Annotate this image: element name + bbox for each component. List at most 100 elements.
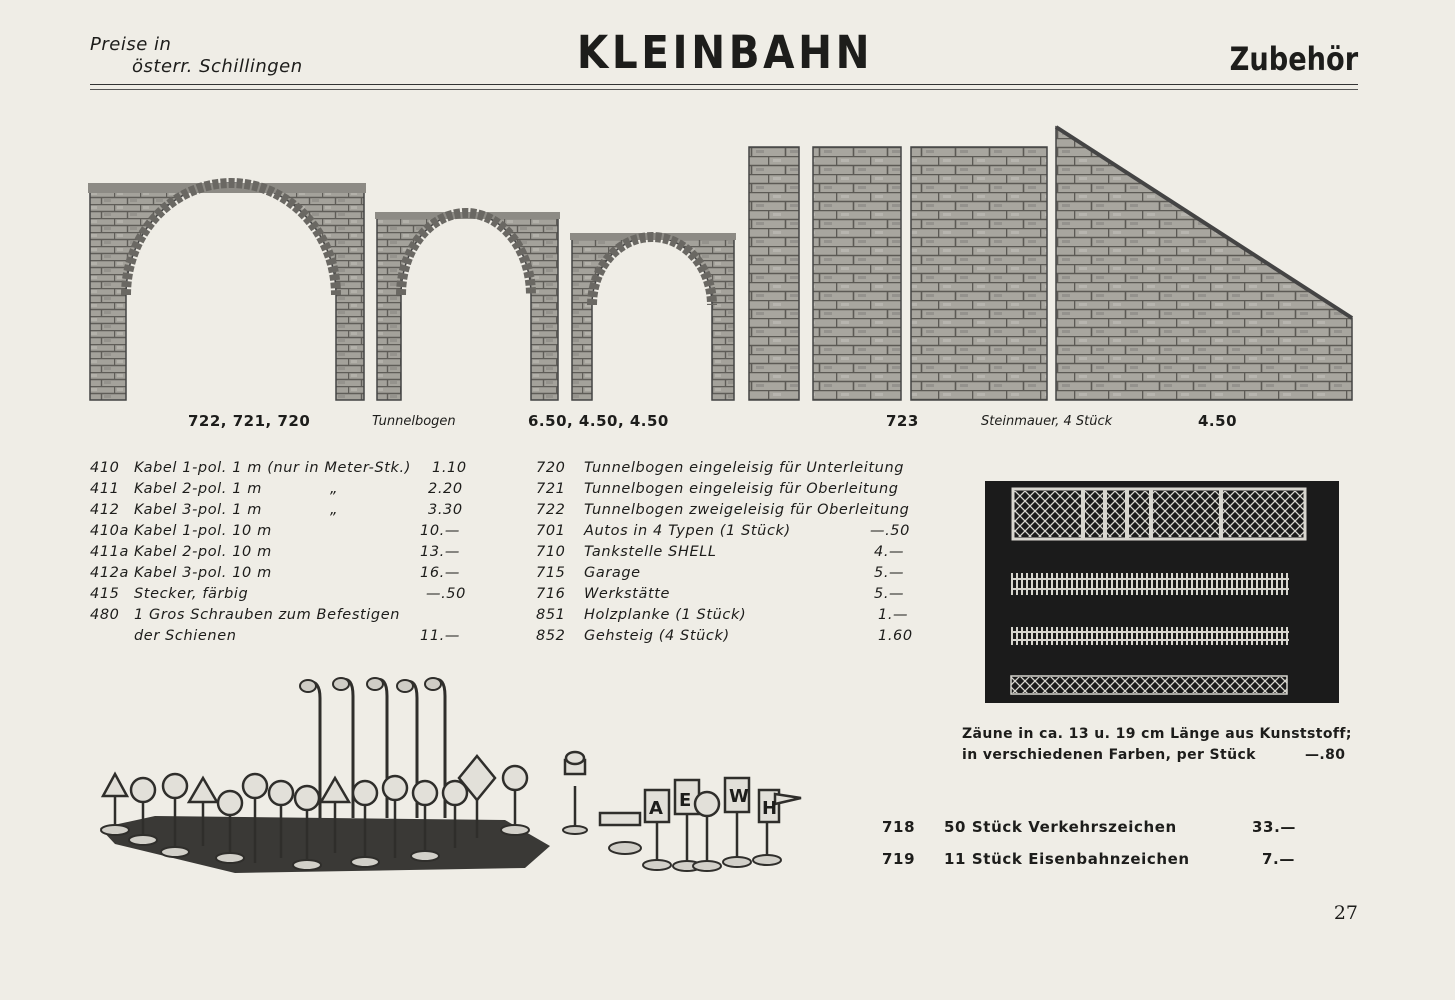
item-description: Autos in 4 Typen (1 Stück) (584, 523, 791, 539)
item-description: Werkstätte (584, 586, 671, 602)
item-description: Holzplanke (1 Stück) (584, 607, 747, 623)
item-price: 16.— (420, 565, 460, 581)
list-item: 710 Tankstelle SHELL 4.— (536, 544, 926, 565)
item-price: 1.60 (878, 628, 913, 644)
item-description: Tunnelbogen eingeleisig für Unterleitung (584, 460, 905, 476)
item-number: 722 (536, 502, 566, 518)
railway-sign-letter: A (649, 798, 663, 819)
item-number: 412 (90, 502, 120, 518)
stone-wall-ramp (1055, 125, 1353, 401)
page-number: 27 (1333, 902, 1358, 924)
stone-wall-wide (910, 146, 1048, 401)
stone-wall-narrow (748, 146, 800, 401)
item-number: 412a (90, 565, 129, 581)
item-price: 5.— (874, 565, 905, 581)
sign-set-number: 719 (882, 850, 916, 868)
list-item: 411a Kabel 2-pol. 10 m 13.— (90, 544, 480, 565)
railway-sign-letter: H (762, 798, 777, 819)
item-description: Tunnelbogen zweigeleisig für Oberleitung (584, 502, 910, 518)
tunnel-numbers: 722, 721, 720 (188, 412, 311, 430)
tunnel-prices: 6.50, 4.50, 4.50 (528, 412, 669, 430)
page-title: KLEINBAHN (576, 26, 874, 79)
traffic-signs (100, 750, 587, 817)
sign-set-number: 718 (882, 818, 916, 836)
picket-fence-short (1011, 627, 1289, 645)
railway-signs (655, 798, 769, 864)
item-number: 411a (90, 544, 129, 560)
list-item: 720 Tunnelbogen eingeleisig für Unterleit… (536, 460, 926, 481)
list-item: 716 Werkstätte 5.— (536, 586, 926, 607)
item-price: 11.— (420, 628, 460, 644)
item-number: 415 (90, 586, 120, 602)
item-price: 10.— (420, 523, 460, 539)
item-description: Stecker, färbig (134, 586, 249, 602)
list-item: 411 Kabel 2-pol. 1 m „ 2.20 (90, 481, 480, 502)
item-description: Tankstelle SHELL (584, 544, 717, 560)
ditto-mark: „ (330, 481, 339, 497)
traffic-signs-photo: A E W H (100, 677, 802, 873)
item-price: 2.20 (428, 481, 463, 497)
item-number: 701 (536, 523, 566, 539)
item-description: 1 Gros Schrauben zum Befestigen (134, 607, 401, 623)
item-description: Kabel 3-pol. 1 m (134, 502, 262, 518)
item-price: —.50 (870, 523, 910, 539)
item-number: 480 (90, 607, 120, 623)
item-price: 5.— (874, 586, 905, 602)
header-rule (90, 84, 1358, 85)
item-number: 716 (536, 586, 566, 602)
list-item: 412 Kabel 3-pol. 1 m „ 3.30 (90, 502, 480, 523)
fences-photo (985, 481, 1339, 703)
price-note-line1: Preise in (90, 34, 172, 55)
item-price: 1.— (878, 607, 909, 623)
item-price: 4.— (874, 544, 905, 560)
sign-set-description: 11 Stück Eisenbahnzeichen (944, 850, 1190, 868)
item-description: Kabel 1-pol. 10 m (134, 523, 272, 539)
item-description: Kabel 2-pol. 1 m (134, 481, 262, 497)
lattice-fence (1011, 487, 1307, 541)
accessory-price-list: 720 Tunnelbogen eingeleisig für Unterleit… (536, 460, 926, 649)
list-item: der Schienen 11.— (90, 628, 480, 649)
wall-number: 723 (886, 412, 919, 430)
lattice-fence-low (1010, 675, 1288, 695)
item-number: 852 (536, 628, 566, 644)
item-description: Gehsteig (4 Stück) (584, 628, 730, 644)
railway-sign-letter: E (679, 790, 691, 811)
item-price: 13.— (420, 544, 460, 560)
item-number: 410 (90, 460, 120, 476)
item-number: 715 (536, 565, 566, 581)
fence-caption: Zäune in ca. 13 u. 19 cm Länge aus Kunst… (962, 724, 1352, 766)
item-number: 851 (536, 607, 566, 623)
item-price: 3.30 (428, 502, 463, 518)
item-description: Tunnelbogen eingeleisig für Oberleitung (584, 481, 899, 497)
item-description: Kabel 2-pol. 10 m (134, 544, 272, 560)
item-description: Garage (584, 565, 641, 581)
item-description: Kabel 3-pol. 10 m (134, 565, 272, 581)
item-description: der Schienen (134, 628, 237, 644)
sign-set-description: 50 Stück Verkehrszeichen (944, 818, 1177, 836)
tunnel-portal-single-b (570, 232, 736, 401)
picket-fence-tall (1011, 573, 1289, 595)
list-item: 852 Gehsteig (4 Stück) 1.60 (536, 628, 926, 649)
section-title: Zubehör (1229, 40, 1358, 78)
list-item: 412a Kabel 3-pol. 10 m 16.— (90, 565, 480, 586)
sign-set-price: 7.— (1262, 850, 1295, 868)
wall-label: Steinmauer, 4 Stück (981, 414, 1113, 429)
wall-price: 4.50 (1198, 412, 1238, 430)
item-price: 1.10 (432, 460, 467, 476)
list-item: 715 Garage 5.— (536, 565, 926, 586)
list-item: 851 Holzplanke (1 Stück) 1.— (536, 607, 926, 628)
railway-sign-letter: W (729, 786, 749, 807)
sign-posts (113, 778, 577, 863)
item-number: 720 (536, 460, 566, 476)
tunnel-portals-photo (88, 125, 1354, 401)
item-number: 710 (536, 544, 566, 560)
list-item: 480 1 Gros Schrauben zum Befestigen (90, 607, 480, 628)
stone-wall-medium (812, 146, 902, 401)
item-number: 411 (90, 481, 120, 497)
fence-price: —.80 (1305, 747, 1346, 763)
ditto-mark: „ (330, 502, 339, 518)
